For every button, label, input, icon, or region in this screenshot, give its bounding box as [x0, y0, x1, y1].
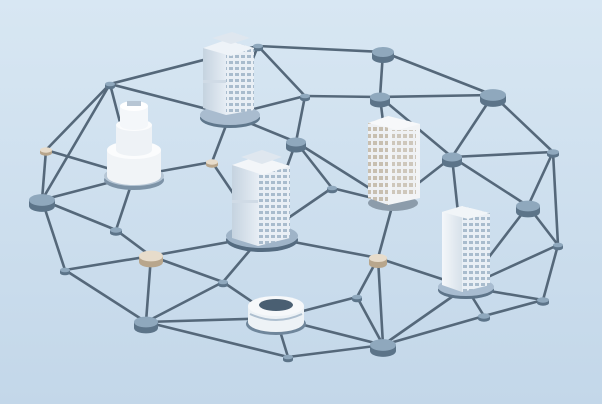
- network-node-icon: [370, 339, 396, 357]
- network-link: [378, 93, 495, 99]
- network-node-icon: [480, 89, 506, 107]
- network-link: [526, 150, 555, 208]
- network-link: [381, 50, 495, 97]
- network-node-icon: [110, 227, 122, 236]
- network-node-icon: [372, 47, 394, 63]
- network-link: [63, 254, 153, 272]
- network-node-icon: [370, 92, 390, 108]
- network-node-icon: [218, 279, 228, 288]
- network-nodes: [29, 43, 563, 363]
- network-link: [551, 150, 560, 247]
- network-node-icon: [547, 149, 559, 158]
- office-tower-icon: [368, 116, 420, 211]
- network-link: [294, 94, 307, 144]
- network-link: [376, 256, 385, 347]
- network-link: [256, 44, 385, 54]
- network-node-icon: [537, 297, 549, 306]
- network-link: [381, 314, 486, 347]
- network-link: [63, 268, 148, 324]
- network-node-icon: [352, 294, 362, 303]
- network-node-icon: [283, 354, 293, 363]
- network-node-icon: [369, 253, 387, 269]
- office-tower-icon: [226, 150, 298, 252]
- network-node-icon: [206, 159, 218, 168]
- network-node-icon: [139, 250, 163, 268]
- network-link: [450, 150, 555, 159]
- network-node-icon: [442, 152, 462, 168]
- network-node-icon: [40, 147, 52, 156]
- office-tower-icon: [438, 206, 494, 299]
- network-node-icon: [253, 43, 263, 52]
- network-link: [286, 343, 385, 359]
- office-tower-icon: [200, 32, 260, 128]
- network-link: [482, 298, 545, 318]
- network-node-icon: [553, 242, 563, 251]
- round-tower-icon: [104, 101, 164, 190]
- network-link: [144, 280, 225, 324]
- network-link: [355, 295, 385, 347]
- network-node-icon: [60, 267, 70, 276]
- network-link: [44, 82, 112, 152]
- network-link: [256, 44, 307, 98]
- network-link: [40, 82, 112, 202]
- network-link: [376, 201, 395, 260]
- stadium-icon: [246, 296, 306, 335]
- network-node-icon: [105, 81, 115, 90]
- network-link: [40, 148, 48, 202]
- network-link: [541, 243, 560, 302]
- network-node-icon: [300, 93, 310, 102]
- network-node-icon: [327, 185, 337, 194]
- network-node-icon: [134, 316, 158, 334]
- network-node-icon: [286, 137, 306, 153]
- network-node-icon: [516, 200, 540, 218]
- network-node-icon: [478, 313, 490, 322]
- network-node-icon: [29, 194, 55, 212]
- network-link: [40, 198, 67, 272]
- network-link: [303, 94, 382, 99]
- network-link: [450, 155, 530, 208]
- network-link: [144, 320, 290, 359]
